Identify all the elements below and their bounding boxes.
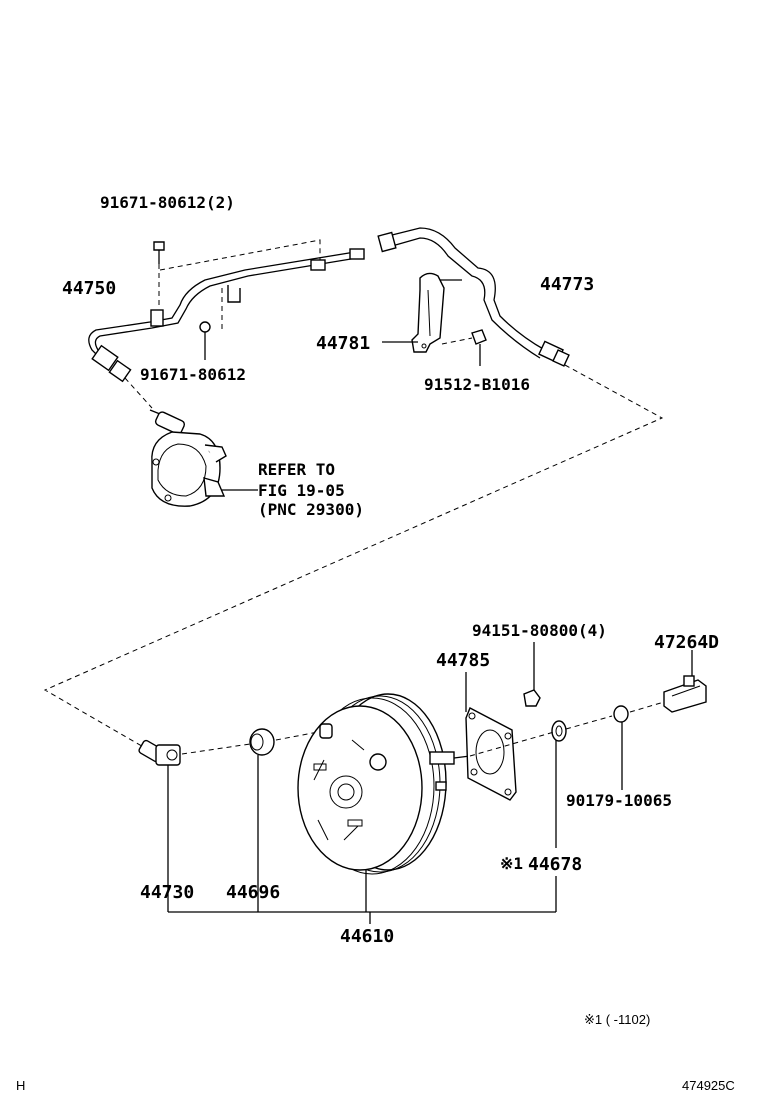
reference-note-line1: REFER TO [258,460,335,479]
seal-prefix-mark: ※1 [500,854,523,873]
part-number-label: 90179-10065 [566,791,672,810]
part-number-label: 44678 [528,854,582,875]
part-number-label: 44610 [340,926,394,947]
reference-note-line3: (PNC 29300) [258,500,364,519]
part-number-label: 44750 [62,278,116,299]
bracket-icon [411,272,462,353]
clevis-icon [663,650,707,713]
nut-icon [523,642,541,707]
figure-code: 474925C [682,1078,735,1093]
check-valve-icon [138,739,181,912]
part-number-label: 47264D [654,632,719,653]
part-number-label: 44730 [140,882,194,903]
assembly-bracket [168,911,556,924]
bolt-icon [153,241,165,308]
vacuum-hose-icon [88,248,365,383]
part-number-label: 44781 [316,333,370,354]
gasket-plate-icon [465,672,517,801]
reference-note-line2: FIG 19-05 [258,481,345,500]
corner-mark: H [16,1078,25,1093]
part-number-label: 94151-80800(4) [472,621,607,640]
bolt-icon [199,321,211,360]
vacuum-hose-icon [377,227,570,367]
part-number-label: 91671-80612 [140,365,246,384]
footnote: ※1 ( -1102) [584,1012,650,1027]
clamp-dashed-outline [159,239,321,332]
part-number-label: 44696 [226,882,280,903]
part-number-label: 91671-80612(2) [100,193,235,212]
vacuum-pump-icon [149,409,258,507]
brake-booster-icon [297,693,471,912]
part-number-label: 44773 [540,274,594,295]
retainer-clip-icon [613,705,629,790]
grommet-icon [249,728,275,912]
part-number-label: 44785 [436,650,490,671]
seal-ring-icon [551,720,567,912]
part-number-label: 91512-B1016 [424,375,530,394]
bolt-icon [441,329,487,366]
